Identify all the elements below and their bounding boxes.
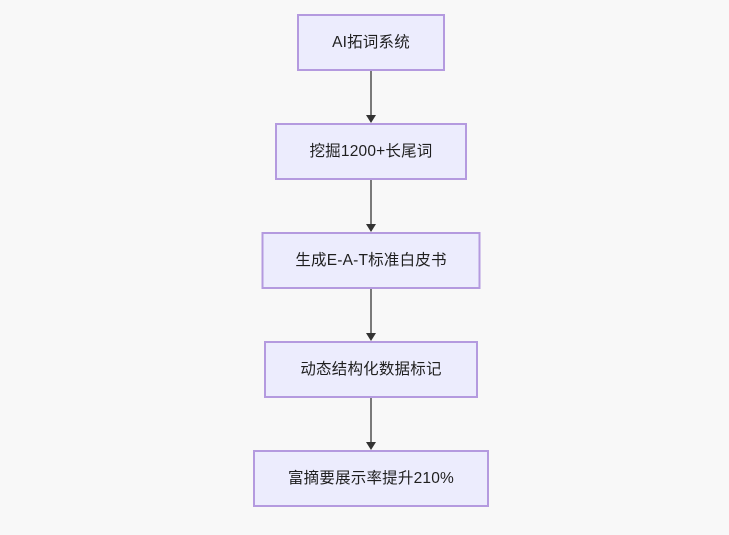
flow-node-mine-longtail-keywords[interactable]: 挖掘1200+长尾词 — [275, 123, 467, 180]
flow-node-label: 生成E-A-T标准白皮书 — [295, 251, 447, 269]
flow-edge-line — [370, 398, 372, 442]
arrow-down-icon — [366, 115, 376, 123]
flow-node-label: 动态结构化数据标记 — [300, 360, 442, 378]
flow-node-dynamic-structured-data-markup[interactable]: 动态结构化数据标记 — [264, 341, 478, 398]
flow-node-ai-keyword-system[interactable]: AI拓词系统 — [297, 14, 445, 71]
flow-node-label: 富摘要展示率提升210% — [287, 469, 455, 487]
flow-node-rich-snippet-impression-uplift[interactable]: 富摘要展示率提升210% — [253, 450, 489, 507]
flow-edge-line — [370, 180, 372, 224]
flow-node-label: AI拓词系统 — [332, 33, 410, 51]
flow-edge-line — [370, 71, 372, 115]
flow-node-label: 挖掘1200+长尾词 — [309, 142, 433, 160]
arrow-down-icon — [366, 442, 376, 450]
arrow-down-icon — [366, 333, 376, 341]
arrow-down-icon — [366, 224, 376, 232]
flow-node-generate-eat-whitepaper[interactable]: 生成E-A-T标准白皮书 — [261, 232, 481, 289]
flow-edge-line — [370, 289, 372, 333]
